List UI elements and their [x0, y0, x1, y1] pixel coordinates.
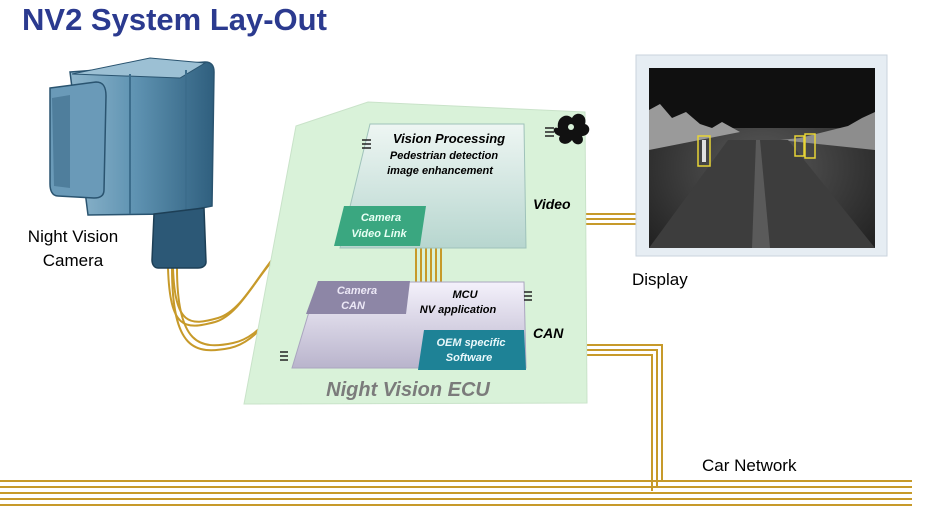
ecu-title: Night Vision ECU: [326, 379, 490, 401]
vision-processing-heading: Vision Processing: [393, 131, 505, 146]
page-title: NV2 System Lay-Out: [22, 2, 327, 37]
camera-can-line2: CAN: [341, 300, 366, 312]
logo-icon: [553, 113, 590, 145]
mcu-line2: NV application: [420, 304, 497, 316]
oem-software-block: OEM specific Software: [418, 330, 526, 370]
vision-processing-text: Vision Processing Pedestrian detection i…: [387, 131, 505, 177]
camera-label-line1: Night Vision: [28, 227, 118, 246]
display-panel: [635, 54, 888, 257]
can-label: CAN: [533, 325, 564, 341]
camera-icon: [49, 57, 215, 269]
oem-line2: Software: [446, 352, 492, 364]
camera-video-link-line2: Video Link: [351, 228, 407, 240]
mcu-line1: MCU: [452, 289, 478, 301]
pedestrian-marker-icon: [697, 133, 816, 167]
camera-video-link-block: Camera Video Link: [334, 206, 426, 246]
camera-can-block: Camera CAN: [306, 281, 410, 314]
vision-processing-line1: Pedestrian detection: [390, 150, 498, 162]
video-label: Video: [533, 196, 571, 212]
camera-video-link-line1: Camera: [361, 212, 401, 224]
car-network-bus: [0, 480, 912, 506]
camera-can-line1: Camera: [337, 285, 377, 297]
oem-line1: OEM specific: [436, 337, 505, 349]
vision-processing-line2: image enhancement: [387, 165, 494, 177]
display-label: Display: [632, 270, 688, 289]
connector-marks: [280, 127, 554, 361]
car-network-label: Car Network: [702, 456, 797, 475]
camera-label-line2: Camera: [43, 251, 104, 270]
internal-link-wires: [415, 245, 442, 285]
